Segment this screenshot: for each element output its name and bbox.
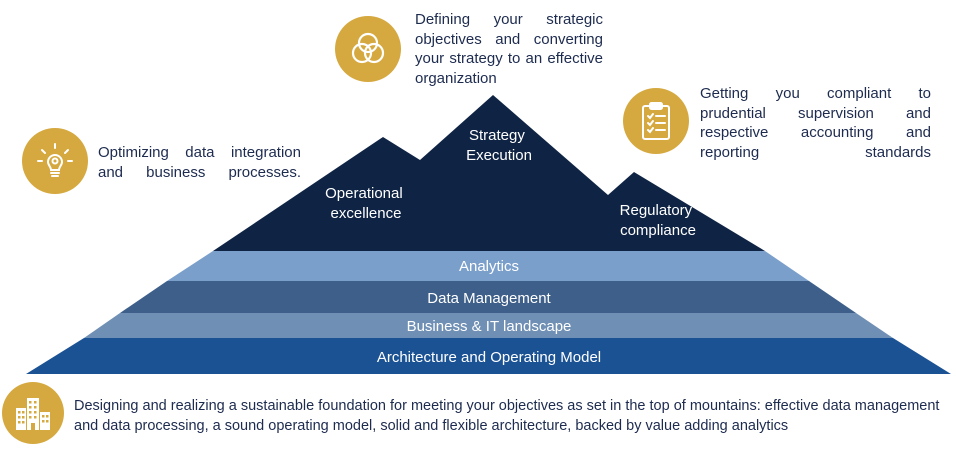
layer-analytics-band xyxy=(167,251,809,281)
foundation-description: Designing and realizing a sustainable fo… xyxy=(74,398,940,434)
layer-data-management-band xyxy=(120,281,856,313)
venn-icon xyxy=(335,16,401,82)
layer-label-architecture: Architecture and Operating Model xyxy=(377,349,601,366)
lightbulb-gear-icon xyxy=(22,128,88,194)
layer-architecture-band xyxy=(26,338,951,374)
buildings-icon xyxy=(2,382,64,444)
layer-label-data-management: Data Management xyxy=(427,290,551,307)
operational-description: Optimizing data integration and business… xyxy=(98,144,301,181)
layer-label-business-it: Business & IT landscape xyxy=(407,318,572,335)
peak-label-regulatory: Regulatory compliance xyxy=(620,202,697,239)
peak-label-strategy: Strategy Execution xyxy=(466,127,532,164)
clipboard-checklist-icon xyxy=(623,88,689,154)
strategy-description: Defining your strategic objectives and c… xyxy=(415,11,603,87)
layer-label-analytics: Analytics xyxy=(459,258,519,275)
peak-label-operational: Operational excellence xyxy=(325,185,407,222)
layer-business-it-band xyxy=(84,313,893,338)
mountain-peaks xyxy=(213,95,765,251)
regulatory-description: Getting you compliant to prudential supe… xyxy=(700,85,931,161)
